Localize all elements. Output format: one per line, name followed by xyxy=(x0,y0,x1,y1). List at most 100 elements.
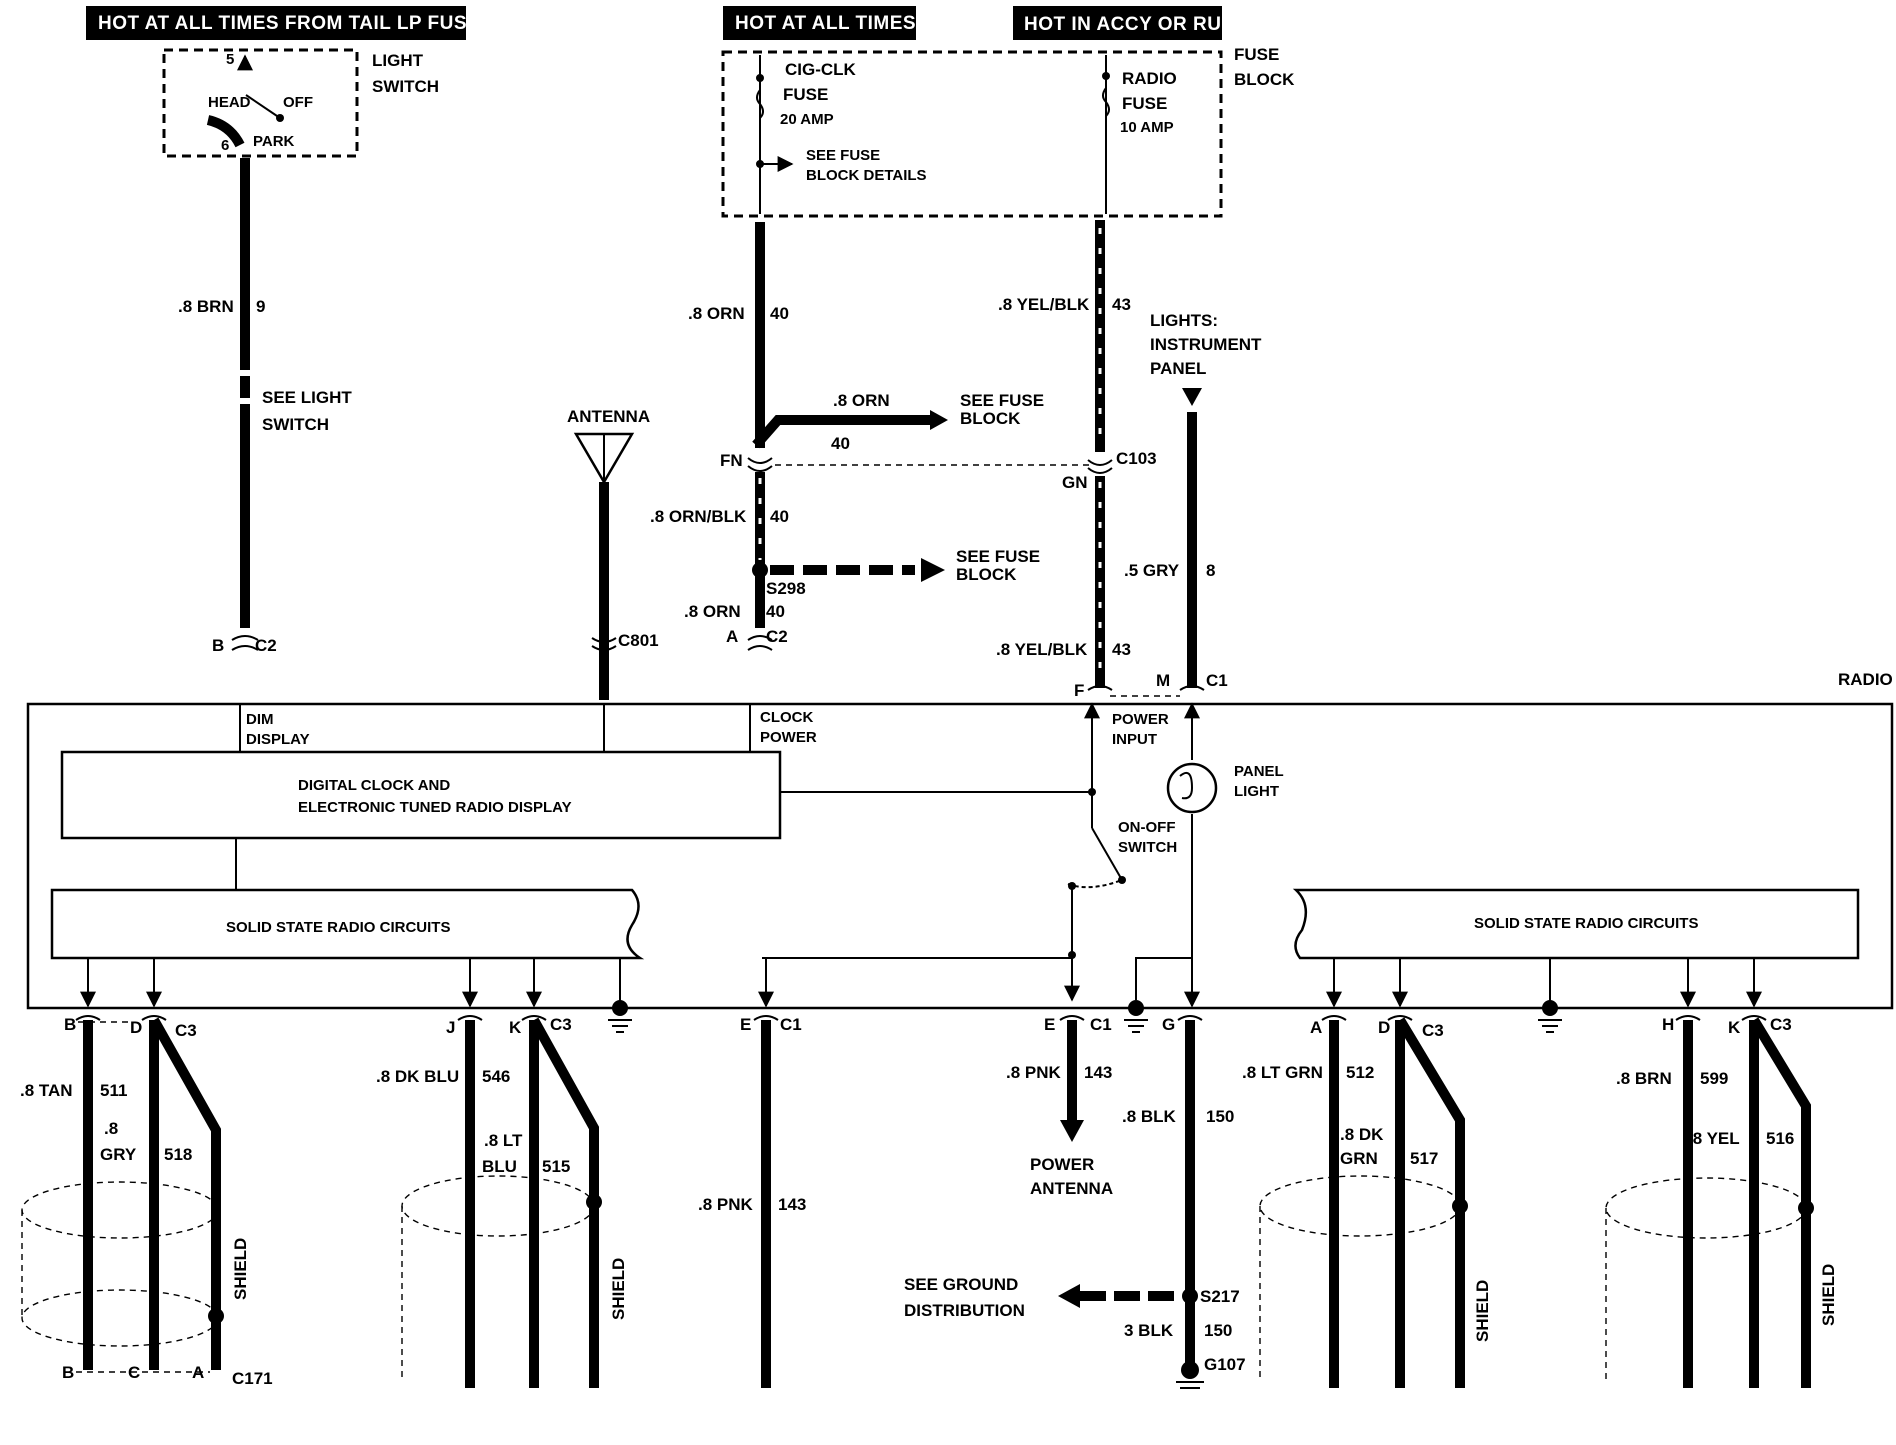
svg-text:FUSE: FUSE xyxy=(783,85,828,104)
svg-text:OFF: OFF xyxy=(283,94,313,111)
svg-text:BLOCK: BLOCK xyxy=(1234,70,1295,89)
ground-symbol xyxy=(608,1019,632,1033)
svg-text:.8 DK BLU: .8 DK BLU xyxy=(376,1067,459,1086)
svg-text:511: 511 xyxy=(100,1081,127,1100)
svg-text:HEAD: HEAD xyxy=(208,94,251,111)
svg-text:HOT AT ALL TIMES FROM TAIL LP: HOT AT ALL TIMES FROM TAIL LP FUSE xyxy=(98,13,480,34)
svg-text:DIM: DIM xyxy=(246,711,274,728)
svg-text:SOLID STATE RADIO CIRCUITS: SOLID STATE RADIO CIRCUITS xyxy=(226,919,450,936)
svg-text:C3: C3 xyxy=(1770,1015,1792,1034)
svg-text:.8 BRN: .8 BRN xyxy=(178,297,234,316)
svg-text:SEE LIGHT: SEE LIGHT xyxy=(262,388,352,407)
svg-text:POWER: POWER xyxy=(1112,711,1169,728)
svg-text:.8 YEL: .8 YEL xyxy=(1688,1129,1740,1148)
svg-text:BLU: BLU xyxy=(482,1157,517,1176)
svg-text:.5 GRY: .5 GRY xyxy=(1124,561,1180,580)
wire-brn-9: .8 BRN 9 SEE LIGHT SWITCH B C2 xyxy=(178,158,352,655)
svg-text:C3: C3 xyxy=(1422,1021,1444,1040)
svg-text:E: E xyxy=(1044,1015,1055,1034)
speaker-group-2: J K C3 .8 DK BLU 546 .8 LT BLU 515 SHIEL… xyxy=(376,1015,628,1388)
svg-text:SWITCH: SWITCH xyxy=(1118,839,1177,856)
svg-text:PANEL: PANEL xyxy=(1150,359,1206,378)
svg-text:G: G xyxy=(1162,1015,1175,1034)
svg-text:C2: C2 xyxy=(255,636,277,655)
svg-text:ON-OFF: ON-OFF xyxy=(1118,819,1176,836)
svg-text:CIG-CLK: CIG-CLK xyxy=(785,60,857,79)
svg-text:.8 LT GRN: .8 LT GRN xyxy=(1242,1063,1323,1082)
svg-text:DISTRIBUTION: DISTRIBUTION xyxy=(904,1301,1025,1320)
svg-text:40: 40 xyxy=(766,602,785,621)
svg-text:DIGITAL CLOCK AND: DIGITAL CLOCK AND xyxy=(298,777,450,794)
svg-text:SWITCH: SWITCH xyxy=(262,415,329,434)
svg-text:512: 512 xyxy=(1346,1063,1374,1082)
header-tail-lp-fuse: HOT AT ALL TIMES FROM TAIL LP FUSE xyxy=(86,6,480,40)
svg-text:GRN: GRN xyxy=(1340,1149,1378,1168)
svg-text:K: K xyxy=(1728,1018,1741,1037)
speaker-group-1: B D C3 .8 TAN 511 .8 GRY 518 SHIELD B C … xyxy=(20,1015,273,1388)
svg-text:D: D xyxy=(1378,1018,1390,1037)
svg-text:518: 518 xyxy=(164,1145,192,1164)
wire-pnk-143-e: E C1 .8 PNK 143 xyxy=(698,1015,806,1388)
svg-text:C171: C171 xyxy=(232,1369,273,1388)
svg-text:.8 ORN: .8 ORN xyxy=(684,602,741,621)
svg-text:LIGHT: LIGHT xyxy=(1234,783,1279,800)
ground-symbol xyxy=(1538,1019,1562,1033)
svg-text:FUSE: FUSE xyxy=(1234,45,1279,64)
svg-text:143: 143 xyxy=(1084,1063,1112,1082)
fuse-block: FUSE BLOCK CIG-CLK FUSE 20 AMP SEE FUSE … xyxy=(721,45,1295,218)
svg-text:9: 9 xyxy=(256,297,265,316)
svg-text:C3: C3 xyxy=(175,1021,197,1040)
svg-text:FN: FN xyxy=(720,451,743,470)
svg-text:BLOCK DETAILS: BLOCK DETAILS xyxy=(806,167,927,184)
svg-text:6: 6 xyxy=(221,137,229,154)
wire-yel-blk-43: .8 YEL/BLK 43 C103 GN .8 YEL/BLK 43 F xyxy=(996,220,1157,700)
svg-text:.8 ORN/BLK: .8 ORN/BLK xyxy=(650,507,747,526)
svg-text:ANTENNA: ANTENNA xyxy=(567,407,650,426)
svg-text:.8 BRN: .8 BRN xyxy=(1616,1069,1672,1088)
svg-text:SEE GROUND: SEE GROUND xyxy=(904,1275,1018,1294)
svg-text:POWER: POWER xyxy=(760,729,817,746)
svg-text:5: 5 xyxy=(226,51,234,68)
svg-text:516: 516 xyxy=(1766,1129,1794,1148)
svg-text:40: 40 xyxy=(831,434,850,453)
wire-gry-8: LIGHTS: INSTRUMENT PANEL .5 GRY 8 M C1 xyxy=(1110,311,1262,697)
svg-text:SEE FUSE: SEE FUSE xyxy=(806,147,880,164)
radio-unit: RADIO DIM DISPLAY CLOCK POWER POWER INPU… xyxy=(26,670,1894,1016)
svg-text:F: F xyxy=(1074,681,1084,700)
svg-text:B: B xyxy=(62,1363,74,1382)
antenna-symbol: ANTENNA C801 xyxy=(567,407,659,700)
svg-text:D: D xyxy=(130,1018,142,1037)
svg-text:150: 150 xyxy=(1204,1321,1232,1340)
wire-pnk-143-power-antenna: E C1 .8 PNK 143 POWER ANTENNA xyxy=(1006,1015,1113,1198)
svg-text:C801: C801 xyxy=(618,631,659,650)
wire-blk-150-ground: G .8 BLK 150 SEE GROUND DISTRIBUTION S21… xyxy=(904,1015,1246,1389)
svg-text:A: A xyxy=(1310,1018,1322,1037)
svg-text:.8 TAN: .8 TAN xyxy=(20,1081,73,1100)
svg-text:40: 40 xyxy=(770,507,789,526)
svg-text:.8 ORN: .8 ORN xyxy=(833,391,890,410)
svg-text:515: 515 xyxy=(542,1157,570,1176)
svg-text:SHIELD: SHIELD xyxy=(1819,1264,1838,1326)
svg-text:J: J xyxy=(446,1018,455,1037)
svg-text:S217: S217 xyxy=(1200,1287,1240,1306)
svg-text:143: 143 xyxy=(778,1195,806,1214)
svg-text:GRY: GRY xyxy=(100,1145,137,1164)
svg-text:RADIO: RADIO xyxy=(1122,69,1177,88)
wire-orn-40: .8 ORN 40 .8 ORN 40 SEE FUSE BLOCK FN .8… xyxy=(650,222,1090,651)
svg-text:C2: C2 xyxy=(766,627,788,646)
svg-text:.8 DK: .8 DK xyxy=(1340,1125,1384,1144)
light-switch: 5 6 HEAD OFF PARK LIGHT SWITCH xyxy=(162,48,439,158)
speaker-group-4: H K C3 .8 BRN 599 .8 YEL 516 SHIELD xyxy=(1605,1015,1838,1388)
svg-text:SHIELD: SHIELD xyxy=(609,1258,628,1320)
svg-text:HOT IN ACCY OR RUN: HOT IN ACCY OR RUN xyxy=(1024,14,1236,35)
svg-text:SEE FUSE: SEE FUSE xyxy=(956,547,1040,566)
svg-text:SWITCH: SWITCH xyxy=(372,77,439,96)
svg-text:E: E xyxy=(740,1015,751,1034)
svg-text:C3: C3 xyxy=(550,1015,572,1034)
svg-text:10 AMP: 10 AMP xyxy=(1120,119,1174,136)
svg-text:C103: C103 xyxy=(1116,449,1157,468)
svg-text:C1: C1 xyxy=(780,1015,802,1034)
header-hot-at-all-times: HOT AT ALL TIMES xyxy=(723,6,916,40)
